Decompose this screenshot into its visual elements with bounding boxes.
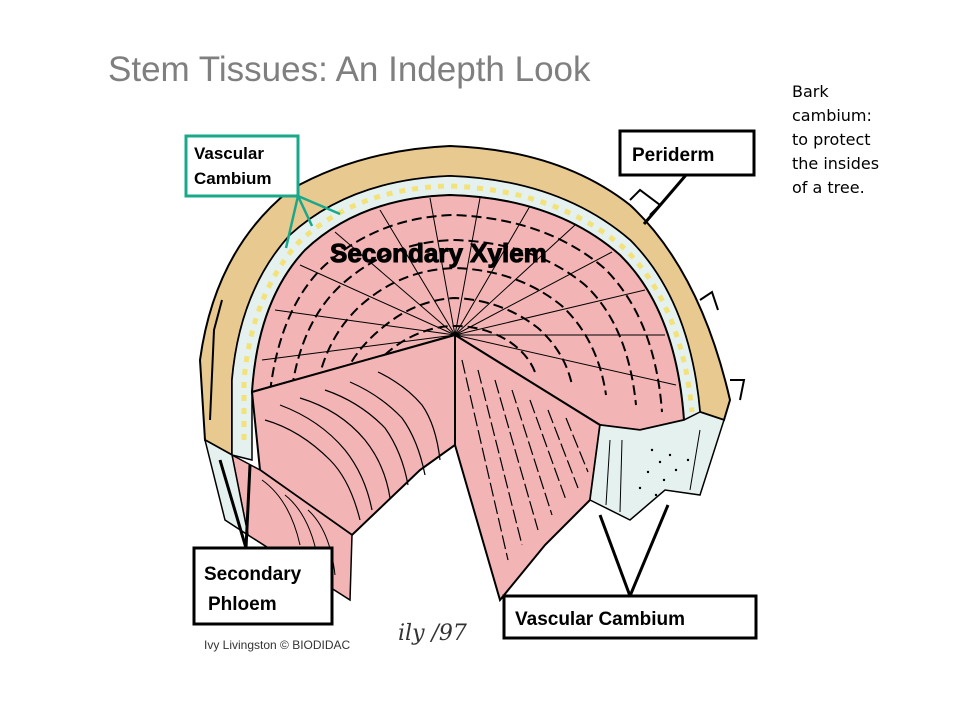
label-secondary-phloem: Secondary Phloem bbox=[192, 459, 334, 626]
bark-note-line: to protect bbox=[792, 130, 871, 149]
label-text: Cambium bbox=[194, 169, 271, 188]
label-vascular-cambium-top: Vascular Cambium bbox=[184, 134, 341, 249]
slide-title: Stem Tissues: An Indepth Look bbox=[108, 50, 591, 89]
xylem-disc bbox=[250, 193, 686, 432]
label-vascular-cambium-bottom: Vascular Cambium bbox=[502, 504, 758, 640]
bark-note-line: the insides bbox=[792, 154, 880, 173]
bark-note-line: cambium: bbox=[792, 106, 872, 125]
label-text: Vascular Cambium bbox=[515, 609, 685, 630]
label-secondary-xylem: Secondary Xylem bbox=[330, 238, 547, 268]
label-text: Vascular bbox=[194, 144, 264, 163]
label-periderm: Periderm bbox=[618, 129, 756, 225]
bark-note-line: of a tree. bbox=[792, 178, 865, 197]
label-text: Phloem bbox=[208, 594, 277, 615]
xylem-cut-faces bbox=[203, 333, 725, 603]
label-text: Secondary bbox=[204, 564, 302, 585]
label-text: Periderm bbox=[632, 145, 714, 166]
bark-note: Bark cambium: to protect the insides of … bbox=[792, 80, 952, 200]
credit-text: Ivy Livingston © BIODIDAC bbox=[204, 638, 351, 652]
bark-note-line: Bark bbox=[792, 82, 829, 101]
artist-signature: ily /97 bbox=[398, 621, 467, 646]
